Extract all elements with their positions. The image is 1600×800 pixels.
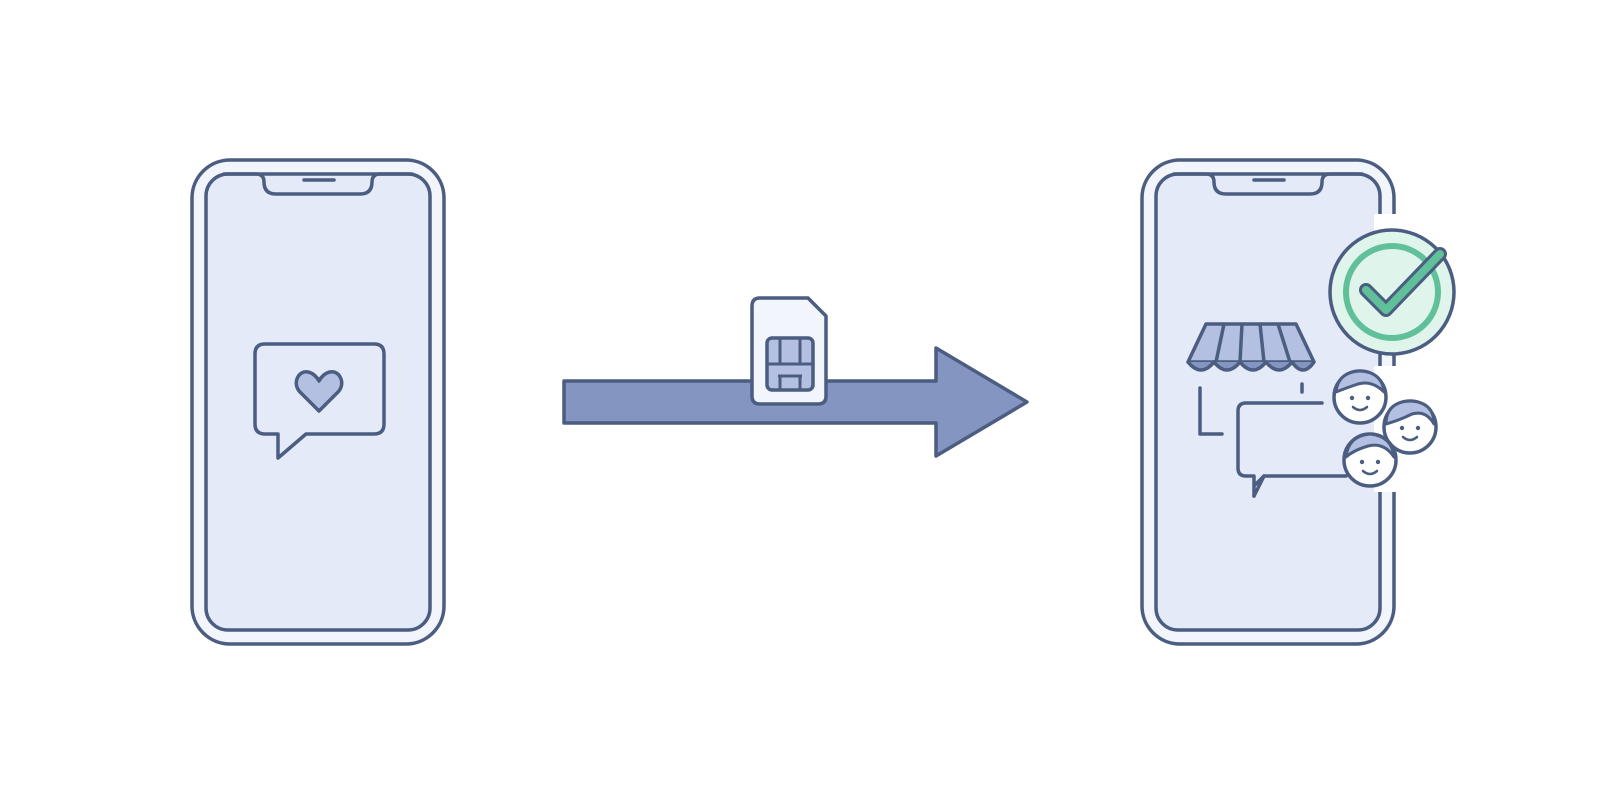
storefront-awning	[1186, 322, 1316, 364]
people-icon	[1332, 369, 1438, 488]
source-phone-notch	[222, 172, 414, 196]
chat-bubble-icon	[1236, 401, 1348, 498]
heart-message-icon	[253, 342, 386, 460]
check-circle-icon	[1328, 228, 1456, 356]
person-3-hair	[1344, 432, 1396, 459]
target-phone-notch	[1172, 172, 1364, 196]
storefront-icon	[1186, 322, 1316, 436]
person-avatar-2	[1382, 399, 1438, 455]
person-1-mouth	[1351, 405, 1369, 412]
chat-bubble-tail	[1252, 474, 1266, 498]
person-2-mouth	[1401, 435, 1419, 442]
storefront-scallops	[1186, 360, 1316, 372]
person-3-eye-left	[1359, 459, 1365, 465]
source-phone	[190, 158, 446, 646]
person-1-eye-left	[1349, 395, 1355, 401]
person-3-mouth	[1361, 469, 1379, 476]
target-phone	[1140, 158, 1456, 646]
person-2-eye-left	[1399, 425, 1405, 431]
person-1-hair	[1334, 369, 1386, 394]
person-2-hair	[1384, 399, 1436, 426]
heart-icon	[294, 370, 344, 413]
person-avatar-3	[1342, 432, 1398, 488]
person-3-eye-right	[1375, 459, 1381, 465]
storefront-wall	[1198, 382, 1304, 436]
person-1-eye-right	[1365, 395, 1371, 401]
chat-bubble-outline	[1236, 401, 1348, 498]
check-mark-fill	[1362, 250, 1444, 314]
sim-card-icon	[750, 296, 828, 406]
storefront-stripes	[1214, 323, 1292, 363]
person-2-eye-right	[1415, 425, 1421, 431]
sim-chip-contacts	[767, 338, 813, 390]
check-inner-ring	[1343, 243, 1441, 341]
person-avatar-1	[1332, 369, 1388, 425]
